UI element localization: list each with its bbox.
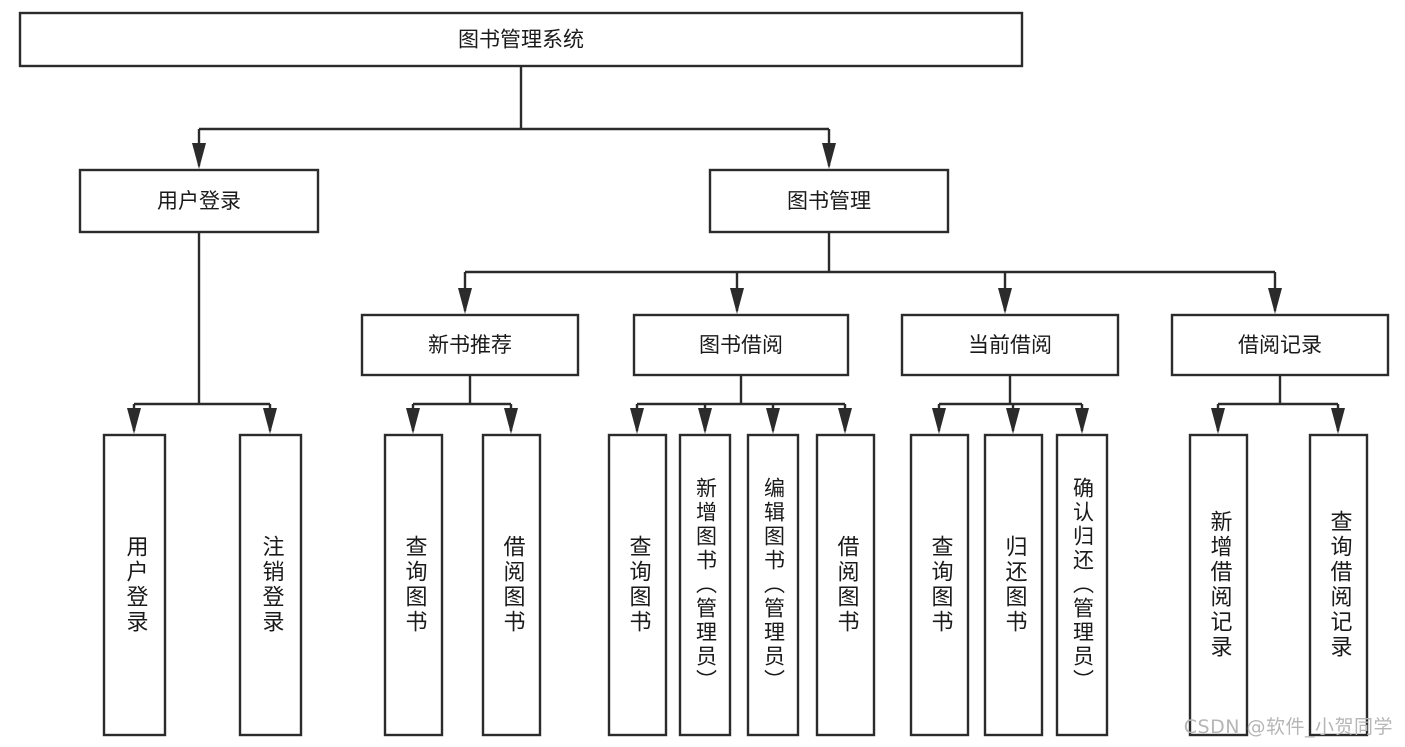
arrow-down-icon [932, 408, 946, 434]
node-book-manage-label: 图书管理 [787, 189, 871, 213]
node-leaf-query-book-a[interactable] [383, 433, 444, 737]
arrow-down-icon [192, 143, 206, 169]
node-leaf-borrow-book-a[interactable] [481, 433, 542, 737]
node-current-borrow-label: 当前借阅 [968, 333, 1052, 357]
node-root[interactable] [18, 11, 1024, 68]
arrow-down-icon [458, 288, 472, 314]
node-leaf-add-record[interactable] [1188, 433, 1249, 737]
node-leaf-query-book-c[interactable] [909, 433, 970, 737]
arrow-down-icon [838, 408, 852, 434]
watermark: CSDN @软件_小贺同学 [1183, 716, 1393, 738]
arrow-down-icon [1075, 408, 1089, 434]
node-leaf-borrow-book-b[interactable] [815, 433, 876, 737]
arrow-down-icon [822, 143, 836, 169]
node-leaf-edit-book[interactable] [746, 433, 800, 737]
node-user-login[interactable] [78, 168, 320, 234]
node-borrow-record[interactable] [1170, 313, 1390, 377]
node-leaf-logout[interactable] [238, 433, 303, 737]
node-book-borrow-label: 图书借阅 [699, 333, 783, 357]
node-leaf-confirm-return[interactable] [1055, 433, 1109, 737]
arrow-down-icon [630, 408, 644, 434]
arrow-down-icon [504, 408, 518, 434]
node-book-borrow[interactable] [632, 313, 850, 377]
arrow-down-icon [1331, 408, 1345, 434]
arrow-down-icon [698, 408, 712, 434]
node-leaf-user-login[interactable] [102, 433, 167, 737]
node-root-label: 图书管理系统 [458, 28, 584, 52]
node-borrow-record-label: 借阅记录 [1238, 333, 1322, 357]
node-new-book-rec[interactable] [360, 313, 580, 377]
arrow-down-icon [998, 288, 1012, 314]
node-leaf-add-book[interactable] [678, 433, 732, 737]
arrow-down-icon [766, 408, 780, 434]
arrow-down-icon [1268, 288, 1282, 314]
node-user-login-label: 用户登录 [157, 189, 241, 213]
node-new-book-rec-label: 新书推荐 [428, 333, 512, 357]
arrow-down-icon [1006, 408, 1020, 434]
connector-layer [127, 66, 1345, 434]
node-leaf-query-book-b[interactable] [607, 433, 668, 737]
arrow-down-icon [1211, 408, 1225, 434]
node-book-manage[interactable] [708, 168, 950, 234]
arrow-down-icon [127, 408, 141, 434]
node-leaf-return-book[interactable] [983, 433, 1044, 737]
arrow-down-icon [730, 288, 744, 314]
node-leaf-query-record[interactable] [1308, 433, 1369, 737]
arrow-down-icon [406, 408, 420, 434]
arrow-down-icon [263, 408, 277, 434]
node-current-borrow[interactable] [900, 313, 1120, 377]
node-box-layer [18, 11, 1390, 737]
